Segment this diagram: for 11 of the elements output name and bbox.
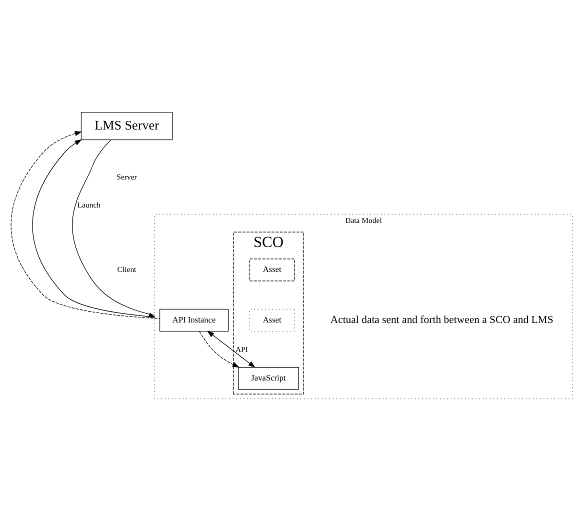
arrow xyxy=(32,138,156,318)
arrow xyxy=(207,330,256,368)
arrow xyxy=(10,130,160,318)
node-box: API Instance xyxy=(160,308,229,332)
connector xyxy=(72,139,156,316)
node-box: LMS Server xyxy=(80,112,173,140)
node-box: JavaScript xyxy=(238,366,299,390)
label: Actual data sent and forth between a SCO and LMS xyxy=(330,313,554,326)
arrow xyxy=(199,330,240,368)
node-box: Asset xyxy=(249,258,295,281)
node-box: Asset xyxy=(249,308,295,332)
